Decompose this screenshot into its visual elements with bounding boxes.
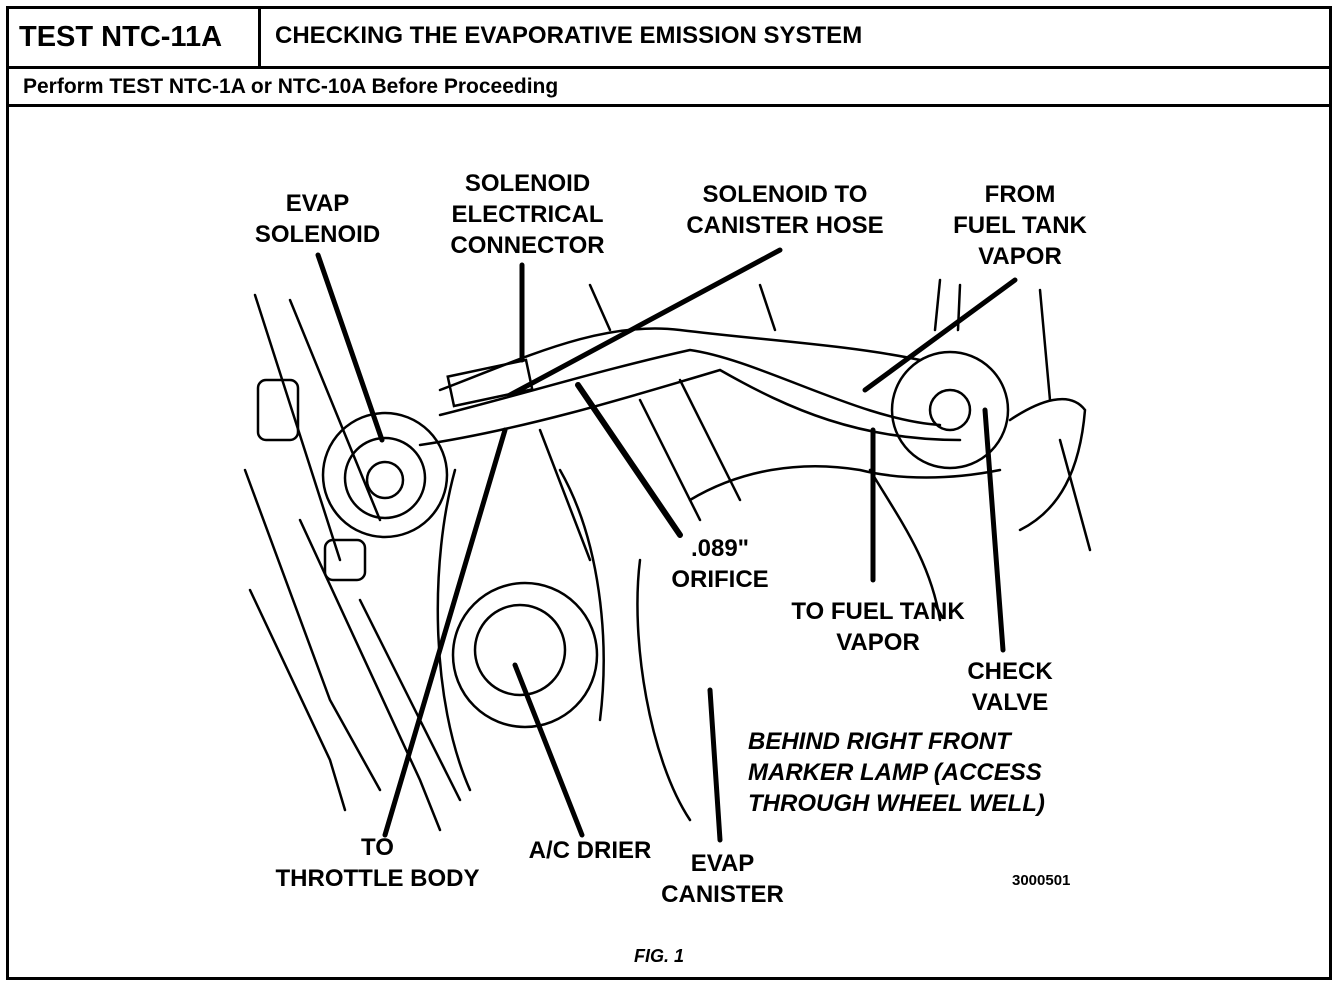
test-title: CHECKING THE EVAPORATIVE EMISSION SYSTEM (275, 22, 863, 49)
label-to-throttle-body: TO THROTTLE BODY (275, 834, 480, 892)
part-number: 3000501 (1012, 872, 1071, 889)
label-check-valve: CHECK VALVE (967, 658, 1053, 716)
label-orifice: .089" ORIFICE (671, 535, 769, 593)
label-from-fuel-tank: FROM FUEL TANK VAPOR (953, 181, 1087, 270)
test-instruction: Perform TEST NTC-1A or NTC-10A Before Pr… (9, 69, 1329, 107)
label-evap-canister: EVAP CANISTER (661, 850, 784, 908)
label-solenoid-connector: SOLENOID ELECTRICAL CONNECTOR (450, 170, 605, 259)
leader-solenoid-hose (507, 247, 783, 398)
leader-throttle (382, 427, 508, 838)
label-to-fuel-tank: TO FUEL TANK VAPOR (791, 598, 965, 656)
label-evap-solenoid: EVAP SOLENOID (254, 190, 381, 248)
figure-caption: FIG. 1 (634, 946, 685, 966)
leader-from-fuel-tank (862, 277, 1018, 393)
leader-evap-solenoid (315, 252, 385, 443)
leader-check-valve (982, 407, 1006, 653)
header-row: TEST NTC-11A CHECKING THE EVAPORATIVE EM… (9, 9, 1329, 69)
leader-orifice (575, 382, 683, 538)
label-solenoid-hose: SOLENOID TO CANISTER HOSE (686, 181, 884, 239)
label-ac-drier: A/C DRIER (528, 837, 652, 864)
leader-ac-drier (512, 662, 585, 838)
test-frame: TEST NTC-11A CHECKING THE EVAPORATIVE EM… (6, 6, 1332, 980)
test-id: TEST NTC-11A (9, 9, 261, 66)
location-note: BEHIND RIGHT FRONT MARKER LAMP (ACCESS T… (748, 728, 1045, 817)
leader-evap-canister (707, 687, 723, 843)
